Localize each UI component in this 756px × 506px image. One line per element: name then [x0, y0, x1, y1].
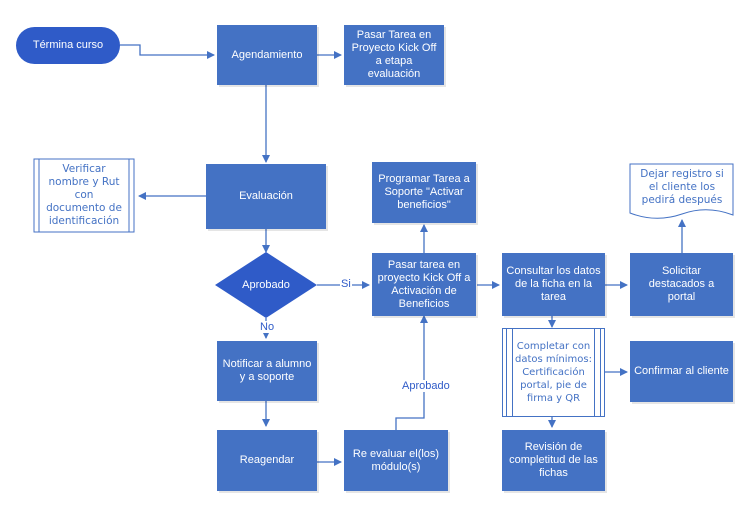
subprocess-completar-datos[interactable]: Completar con datos mínimos: Certificaci…: [502, 328, 605, 417]
edge-label-no: No: [259, 321, 276, 333]
process-notificar[interactable]: Notificar a alumno y a soporte: [217, 341, 317, 401]
process-evaluacion[interactable]: Evaluación: [206, 164, 326, 229]
edge-label-si: Si: [340, 278, 352, 290]
process-revision[interactable]: Revisión de completitud de las fichas: [502, 430, 605, 491]
start-termina-curso[interactable]: Términa curso: [16, 27, 120, 64]
decision-aprobado[interactable]: Aprobado: [242, 278, 290, 291]
process-consultar-datos[interactable]: Consultar los datos de la ficha en la ta…: [502, 253, 605, 316]
process-reagendar[interactable]: Reagendar: [217, 430, 317, 491]
document-verificar[interactable]: Verificar nombre y Rut con documento de …: [46, 163, 122, 227]
document-shape-verificar-inner: [38, 159, 130, 232]
document-shape-verificar: [33, 158, 135, 233]
edge-label-aprobado: Aprobado: [401, 380, 451, 392]
process-solicitar-destacados[interactable]: Solicitar destacados a portal: [630, 253, 733, 316]
process-confirmar-cliente[interactable]: Confirmar al cliente: [630, 341, 733, 402]
process-programar-tarea[interactable]: Programar Tarea a Soporte "Activar benef…: [372, 162, 476, 223]
process-reevaluar[interactable]: Re evaluar el(los) módulo(s): [344, 430, 448, 491]
edge-termina-to-agendamiento: [120, 44, 215, 59]
process-pasar-tarea-evaluacion[interactable]: Pasar Tarea en Proyecto Kick Off a etapa…: [344, 25, 444, 85]
edge-reevaluar-to-pasar-beneficios: [395, 315, 428, 430]
process-pasar-tarea-beneficios[interactable]: Pasar tarea en proyecto Kick Off a Activ…: [372, 253, 476, 316]
process-agendamiento[interactable]: Agendamiento: [217, 25, 317, 85]
decision-diamond-shape: [215, 252, 317, 318]
document-shape-dejar-registro: [629, 163, 734, 219]
document-dejar-registro[interactable]: Dejar registro si el cliente los pedirá …: [640, 167, 724, 206]
